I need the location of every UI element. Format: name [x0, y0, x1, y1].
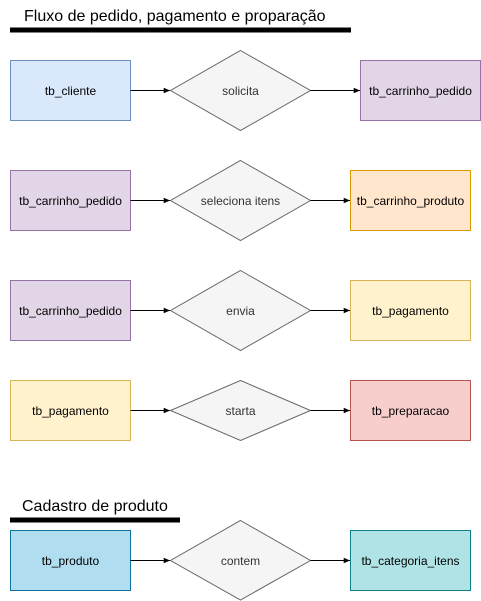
relationship-label: envia: [226, 304, 255, 318]
relationship-label: starta: [225, 404, 255, 418]
entity-label: tb_carrinho_pedido: [19, 304, 122, 318]
entity-label: tb_categoria_itens: [361, 554, 459, 568]
relationship-diamond[interactable]: [169, 519, 312, 601]
flow-row-5: tb_produto contem tb_categoria_itens: [10, 519, 471, 601]
entity-box[interactable]: [350, 170, 471, 231]
entity-box[interactable]: [10, 380, 131, 441]
relationship-diamond[interactable]: [169, 379, 312, 442]
entity-box[interactable]: [350, 380, 471, 441]
entity-label: tb_pagamento: [32, 404, 109, 418]
product-title: Cadastro de produto: [22, 498, 168, 515]
relationship-label: seleciona itens: [201, 194, 280, 208]
order-flow-title: Fluxo de pedido, pagamento e proparação: [24, 8, 326, 25]
entity-label: tb_carrinho_pedido: [19, 194, 122, 208]
relationship-diamond[interactable]: [169, 269, 312, 352]
relationship-label: contem: [221, 554, 260, 568]
relationship-diamond[interactable]: [169, 159, 312, 242]
flow-row-2: tb_carrinho_pedido seleciona itens tb_ca…: [10, 159, 471, 242]
entity-label: tb_carrinho_pedido: [369, 84, 472, 98]
entity-box[interactable]: [350, 280, 471, 341]
entity-box[interactable]: [10, 280, 131, 341]
entity-box[interactable]: [10, 60, 131, 121]
flow-row-1: tb_cliente solicita tb_carrinho_pedido: [10, 49, 481, 132]
entity-label: tb_produto: [42, 554, 100, 568]
flow-row-4: tb_pagamento starta tb_preparacao: [10, 379, 471, 442]
entity-box[interactable]: [10, 530, 131, 591]
entity-label: tb_carrinho_produto: [357, 194, 465, 208]
entity-box[interactable]: [10, 170, 131, 231]
entity-label: tb_preparacao: [372, 404, 450, 418]
entity-label: tb_cliente: [45, 84, 97, 98]
relationship-label: solicita: [222, 84, 259, 98]
relationship-diamond[interactable]: [169, 49, 312, 132]
entity-box[interactable]: [350, 530, 471, 591]
flow-row-3: tb_carrinho_pedido envia tb_pagamento: [10, 269, 471, 352]
entity-label: tb_pagamento: [372, 304, 449, 318]
